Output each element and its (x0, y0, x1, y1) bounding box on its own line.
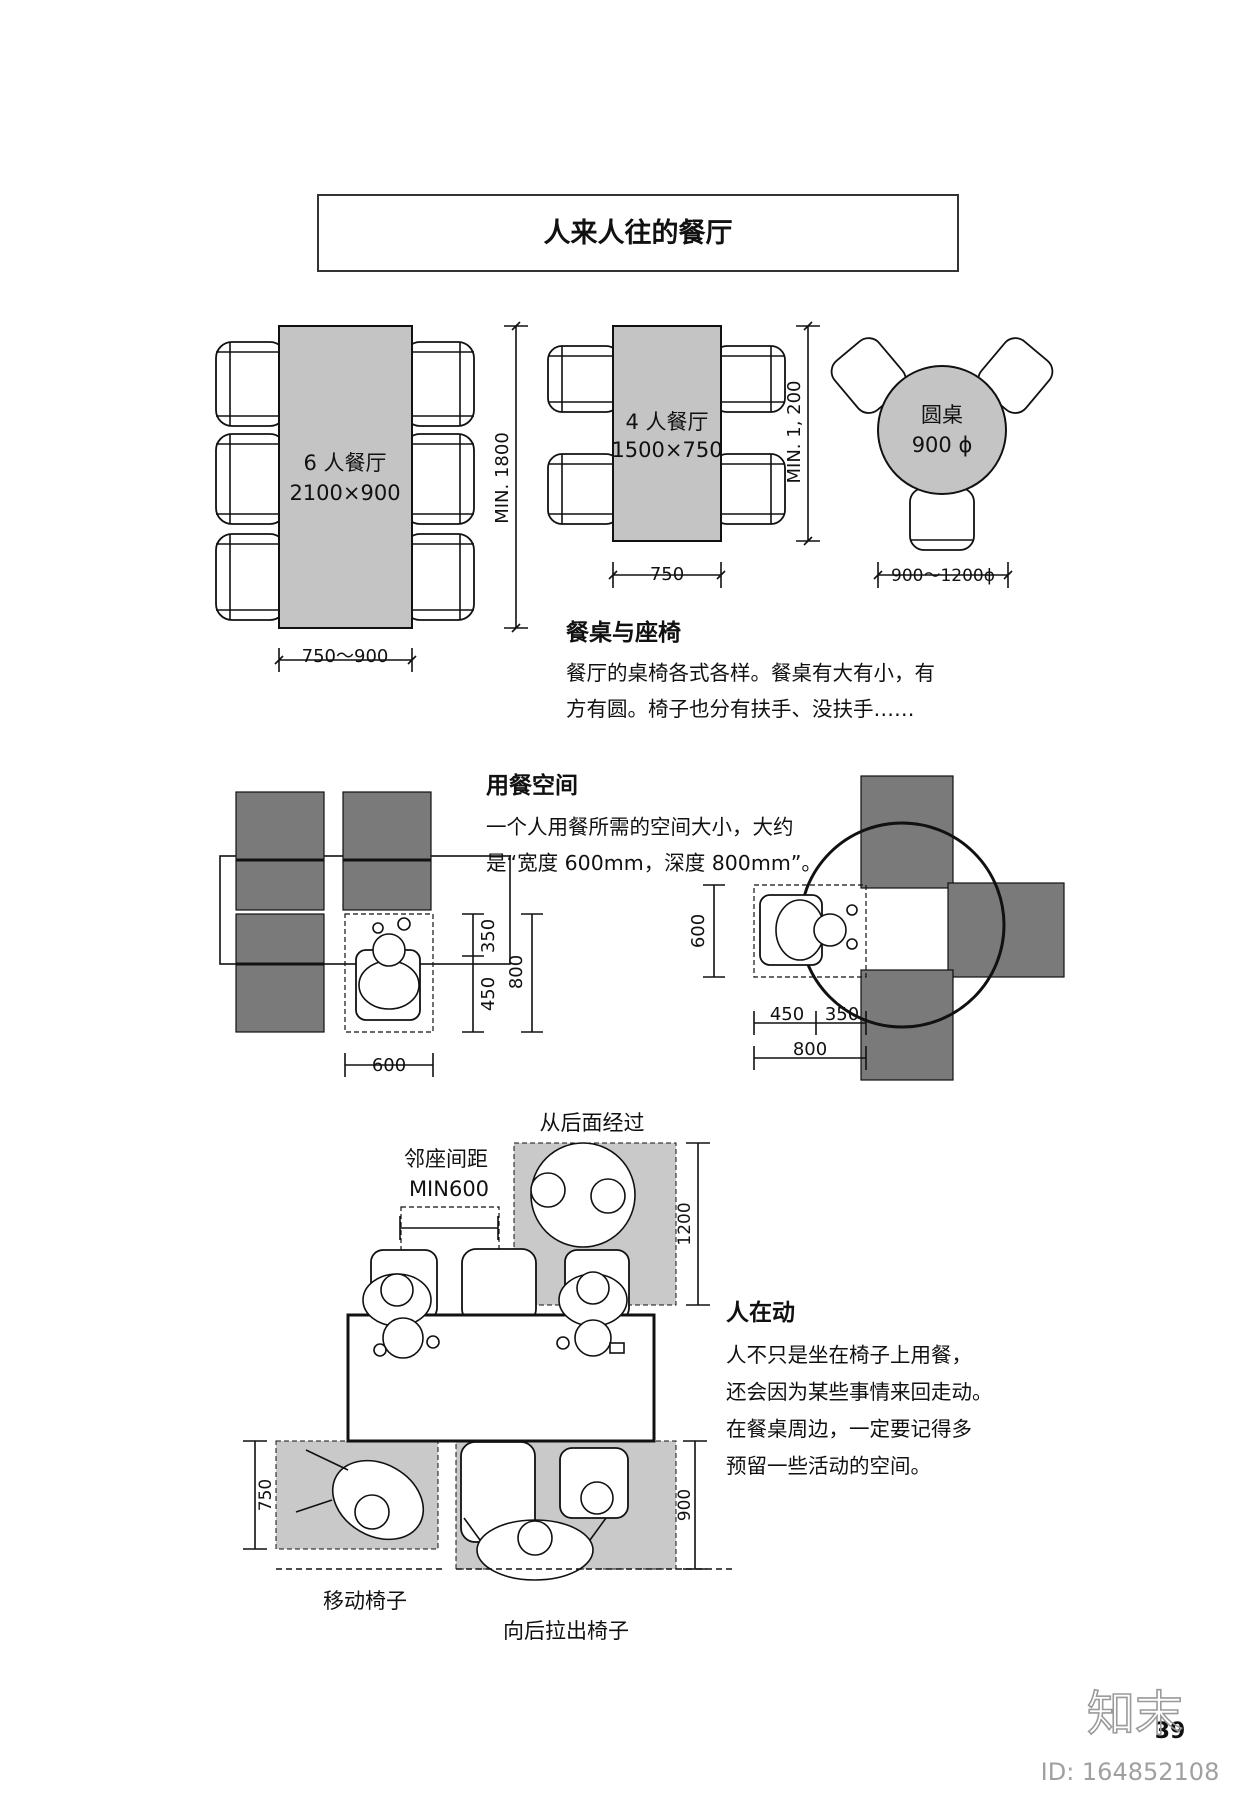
dining-space-round: 600 450 350 800 (688, 775, 1065, 1081)
people-moving-diagram: 1200 750 900 从后面经过 邻座间距 MIN600 移动椅子 向后拉出… (243, 1111, 732, 1643)
section2-line-1: 一个人用餐所需的空间大小，大约 (486, 815, 794, 839)
round-table (877, 365, 1007, 495)
section1-heading: 餐桌与座椅 (566, 619, 681, 646)
label-pull-chair: 向后拉出椅子 (503, 1619, 629, 1643)
section3-line-2: 还会因为某些事情来回走动。 (726, 1380, 993, 1404)
section3-line-3: 在餐桌周边，一定要记得多 (726, 1417, 972, 1441)
label-neighbor-min: MIN600 (409, 1177, 489, 1201)
pulling-chair-person (463, 1481, 614, 1581)
walking-person (530, 1142, 636, 1248)
chair (403, 533, 475, 621)
seated-person (556, 1271, 628, 1357)
chair (215, 533, 287, 621)
section1-line-1: 餐厅的桌椅各式各样。餐桌有大有小，有 (566, 661, 935, 685)
six-person-table (278, 325, 413, 629)
four-table-label: 4 人餐厅 (625, 410, 708, 434)
watermark-id: ID: 164852108 (1041, 1758, 1220, 1786)
seated-person (362, 1273, 440, 1359)
four-person-table-plan: 4 人餐厅 1500×750 750 MIN. 1, 200 (547, 321, 820, 588)
six-table-label: 6 人餐厅 (303, 451, 386, 475)
six-person-table-plan: 6 人餐厅 2100×900 750～900 MIN. 1800 (215, 321, 528, 672)
dim-1200: 1200 (675, 1202, 695, 1245)
dim-450-round: 450 (770, 1004, 804, 1025)
seated-person (355, 917, 421, 1021)
label-behind: 从后面经过 (540, 1111, 645, 1135)
title-box (317, 194, 959, 272)
dim-750: 750 (256, 1479, 276, 1511)
chair (403, 433, 475, 525)
dim-600: 600 (372, 1055, 406, 1076)
dining-space-left: 350 450 800 600 (219, 791, 543, 1077)
page-title: 人来人往的餐厅 (544, 217, 733, 249)
round-table-label: 圆桌 (921, 403, 963, 427)
dim-800: 800 (506, 955, 527, 989)
moving-chair-person (295, 1449, 425, 1541)
six-table-width-dim: 750～900 (302, 646, 389, 667)
chair (909, 487, 975, 551)
chair (712, 453, 786, 525)
dim-800-round: 800 (793, 1039, 827, 1060)
chair (547, 453, 621, 525)
dim-900: 900 (675, 1489, 695, 1521)
round-table-size: 900 ϕ (912, 433, 973, 457)
section1-line-2: 方有圆。椅子也分有扶手、没扶手…… (566, 697, 915, 721)
six-table-length-dim: MIN. 1800 (492, 432, 513, 524)
round-table-plan: 圆桌 900 ϕ 900～1200ϕ (830, 337, 1054, 588)
dim-350-round: 350 (825, 1004, 859, 1025)
chair (461, 1248, 537, 1324)
four-person-table (612, 325, 722, 542)
chair (712, 345, 786, 413)
label-neighbor: 邻座间距 (404, 1147, 488, 1171)
section3-line-4: 预留一些活动的空间。 (726, 1454, 931, 1478)
watermark-logo: 知末 (1087, 1686, 1183, 1742)
dim-600-round: 600 (688, 914, 709, 948)
four-table-size: 1500×750 (611, 438, 722, 462)
dim-350: 350 (478, 919, 499, 953)
chair (547, 345, 621, 413)
chair (215, 341, 287, 427)
section2-line-2: 是“宽度 600mm，深度 800mm”。 (486, 851, 822, 875)
label-move-chair: 移动椅子 (323, 1589, 407, 1613)
six-table-size: 2100×900 (289, 481, 400, 505)
seated-person (759, 894, 858, 966)
section3-heading: 人在动 (726, 1299, 795, 1326)
section2-heading: 用餐空间 (486, 772, 578, 799)
dim-450: 450 (478, 977, 499, 1011)
section3-line-1: 人不只是坐在椅子上用餐， (726, 1343, 972, 1367)
chair (215, 433, 287, 525)
four-table-length-dim: MIN. 1, 200 (784, 381, 805, 484)
chair (403, 341, 475, 427)
page-number: 39 (1155, 1719, 1186, 1744)
four-table-width-dim: 750 (650, 564, 684, 585)
round-table-dim: 900～1200ϕ (891, 566, 995, 586)
